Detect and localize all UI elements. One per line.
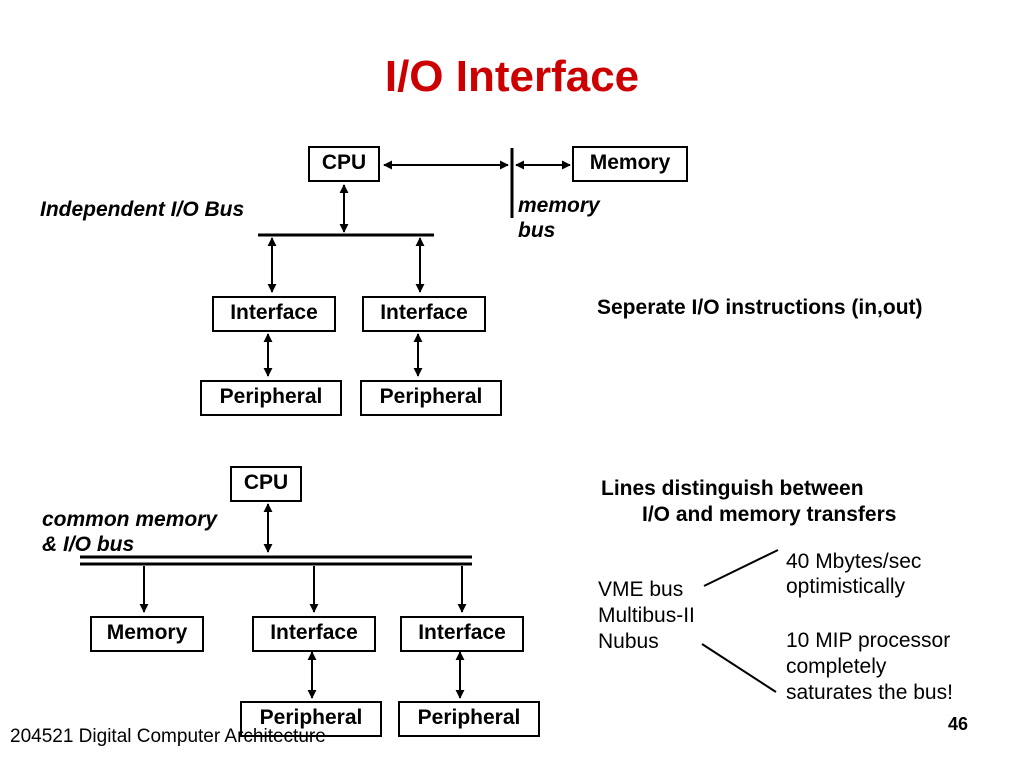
bus-example-nubus: Nubus [598, 630, 659, 653]
lines-distinguish-note-line1: Lines distinguish between [601, 477, 864, 500]
processor-note-line1: 10 MIP processor [786, 629, 951, 652]
common-bus-label-line2: & I/O bus [42, 533, 135, 556]
interface-box-bottom-1: Interface [252, 616, 376, 652]
interface-box-top-1: Interface [212, 296, 336, 332]
slide-title: I/O Interface [384, 52, 640, 101]
memory-box-bottom: Memory [90, 616, 204, 652]
peripheral-box-top-2: Peripheral [360, 380, 502, 416]
peripheral-box-bottom-1: Peripheral [240, 701, 382, 737]
page-number: 46 [948, 714, 969, 734]
independent-io-bus-label: Independent I/O Bus [40, 198, 245, 221]
memory-bus-label-line2: bus [518, 219, 556, 242]
vme-speed-note-line1: 40 Mbytes/sec [786, 550, 922, 573]
vme-speed-note-line2: optimistically [786, 575, 906, 598]
common-bus-label-line1: common memory [42, 508, 218, 531]
vme-callout-line [703, 549, 779, 587]
separate-io-note: Seperate I/O instructions (in,out) [597, 296, 923, 319]
lines-distinguish-note-line2: I/O and memory transfers [642, 503, 897, 526]
memory-box-top: Memory [572, 146, 688, 182]
bus-example-multibus: Multibus-II [598, 604, 695, 627]
interface-box-bottom-2: Interface [400, 616, 524, 652]
course-footer: 204521 Digital Computer Architecture [10, 726, 326, 747]
nubus-callout-line [701, 643, 777, 693]
processor-note-line3: saturates the bus! [786, 681, 953, 704]
peripheral-box-top-1: Peripheral [200, 380, 342, 416]
peripheral-box-bottom-2: Peripheral [398, 701, 540, 737]
cpu-box-bottom: CPU [230, 466, 302, 502]
memory-bus-label-line1: memory [518, 194, 600, 217]
interface-box-top-2: Interface [362, 296, 486, 332]
bus-example-vme: VME bus [598, 578, 684, 601]
processor-note-line2: completely [786, 655, 887, 678]
cpu-box-top: CPU [308, 146, 380, 182]
